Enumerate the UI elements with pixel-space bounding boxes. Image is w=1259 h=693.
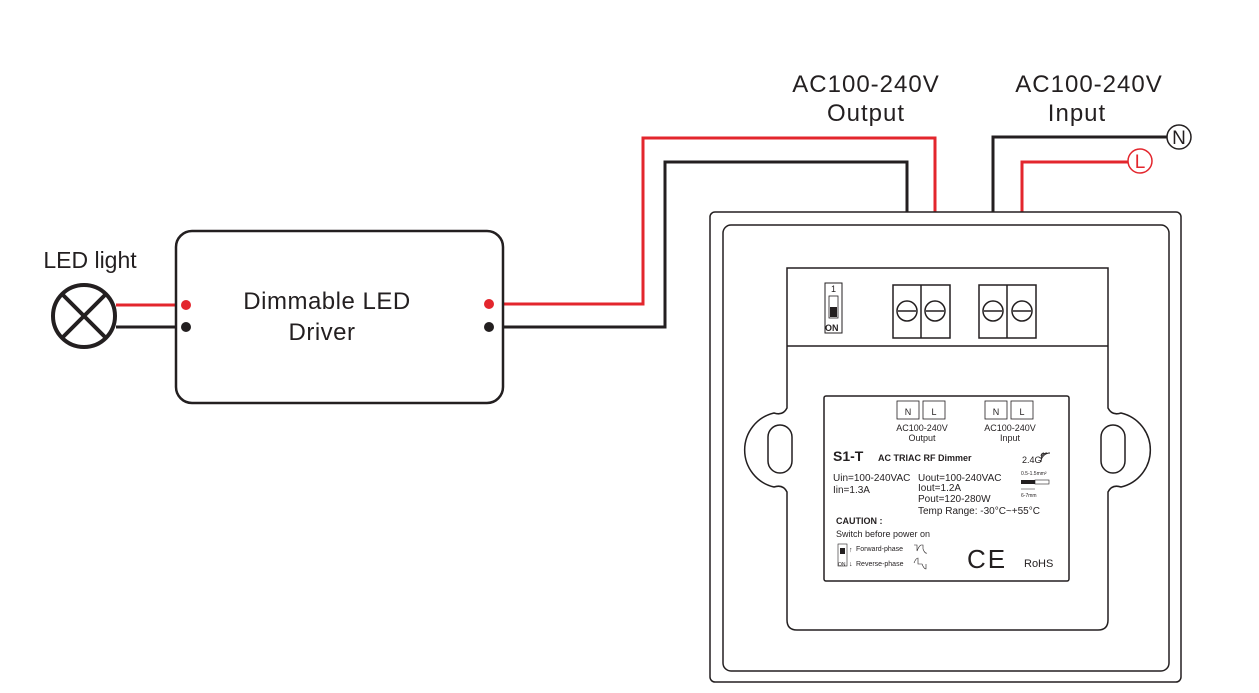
dip-switch-number: 1 <box>831 284 836 294</box>
label-model: S1-T <box>833 448 864 464</box>
input-live-screw-icon <box>1011 300 1033 322</box>
label-pout: Pout=120-280W <box>918 494 991 505</box>
label-temp-range: Temp Range: -30°C~+55°C <box>918 506 1040 517</box>
product-label: N L N L AC100-240V Output AC100-240V Inp… <box>823 395 1070 582</box>
dip-switch[interactable]: 1 ON <box>824 282 843 334</box>
label-output-caption-line2: Output <box>908 433 936 443</box>
label-caution-title: CAUTION : <box>836 516 883 526</box>
label-reverse-phase: Reverse-phase <box>856 561 904 568</box>
label-uin: Uin=100-240VAC <box>833 473 910 484</box>
neutral-marker: N <box>1166 124 1192 150</box>
output-live-screw-icon <box>924 300 946 322</box>
label-strip-length: 6-7mm <box>1021 493 1037 499</box>
label-output-caption-line1: AC100-240V <box>896 423 948 433</box>
driver-input-neutral-dot <box>181 322 191 332</box>
driver-label-line1: Dimmable LED <box>243 288 410 315</box>
led-light: LED light <box>43 247 137 349</box>
label-frequency: 2.4G <box>1022 455 1042 465</box>
driver-output-neutral-dot <box>484 322 494 332</box>
wire-output-neutral <box>490 160 909 329</box>
reverse-phase-waveform-icon <box>913 557 927 570</box>
label-input-caption-line2: Input <box>1000 433 1021 443</box>
label-input-n: N <box>993 407 1000 417</box>
label-iin: Iin=1.3A <box>833 485 870 496</box>
label-reverse-arrow: ↓ <box>849 561 853 568</box>
label-forward-phase: Forward-phase <box>856 546 903 553</box>
label-output-l: L <box>931 407 936 417</box>
label-product-name: AC TRIAC RF Dimmer <box>878 453 972 463</box>
output-heading-line1: AC100-240V <box>792 71 939 98</box>
output-neutral-screw-icon <box>896 300 918 322</box>
label-ce-mark: CE <box>967 544 1007 574</box>
label-rohs: RoHS <box>1024 558 1053 570</box>
label-switch-on: ON <box>838 562 846 568</box>
output-heading-line2: Output <box>827 100 905 127</box>
forward-phase-waveform-icon <box>914 544 928 554</box>
live-marker: L <box>1127 148 1153 174</box>
dimmable-led-driver: Dimmable LED Driver <box>174 229 505 405</box>
mounting-hole-right <box>1100 424 1126 474</box>
label-wire-gauge: 0.5-1.5mm² <box>1021 471 1047 477</box>
driver-label-line2: Driver <box>289 319 356 346</box>
label-output-n: N <box>905 407 912 417</box>
input-terminal-block <box>978 284 1037 339</box>
dip-switch-state: ON <box>825 323 839 333</box>
driver-input-live-dot <box>181 300 191 310</box>
wire-output-live <box>490 136 937 306</box>
dimmer-unit: 1 ON <box>709 211 1182 683</box>
input-heading-line2: Input <box>1048 100 1106 127</box>
label-caution-text: Switch before power on <box>836 529 930 539</box>
label-uout: Uout=100-240VAC <box>918 473 1001 484</box>
label-iout: Iout=1.2A <box>918 483 961 494</box>
live-marker-label: L <box>1135 152 1146 173</box>
mounting-hole-left <box>767 424 793 474</box>
mini-dip-switch-icon <box>837 543 848 567</box>
label-input-caption-line1: AC100-240V <box>984 423 1036 433</box>
wireless-signal-icon <box>1040 452 1051 463</box>
wire-strip-icon <box>1021 479 1050 490</box>
label-forward-arrow: ↑ <box>849 547 853 554</box>
label-input-l: L <box>1019 407 1024 417</box>
led-light-label: LED light <box>43 247 137 273</box>
driver-output-live-dot <box>484 299 494 309</box>
output-terminal-block <box>892 284 951 339</box>
wires <box>116 135 1167 329</box>
input-heading-line1: AC100-240V <box>1015 71 1162 98</box>
lamp-cross-icon <box>51 283 117 349</box>
input-neutral-screw-icon <box>982 300 1004 322</box>
driver-box <box>174 229 505 405</box>
neutral-marker-label: N <box>1172 128 1186 149</box>
